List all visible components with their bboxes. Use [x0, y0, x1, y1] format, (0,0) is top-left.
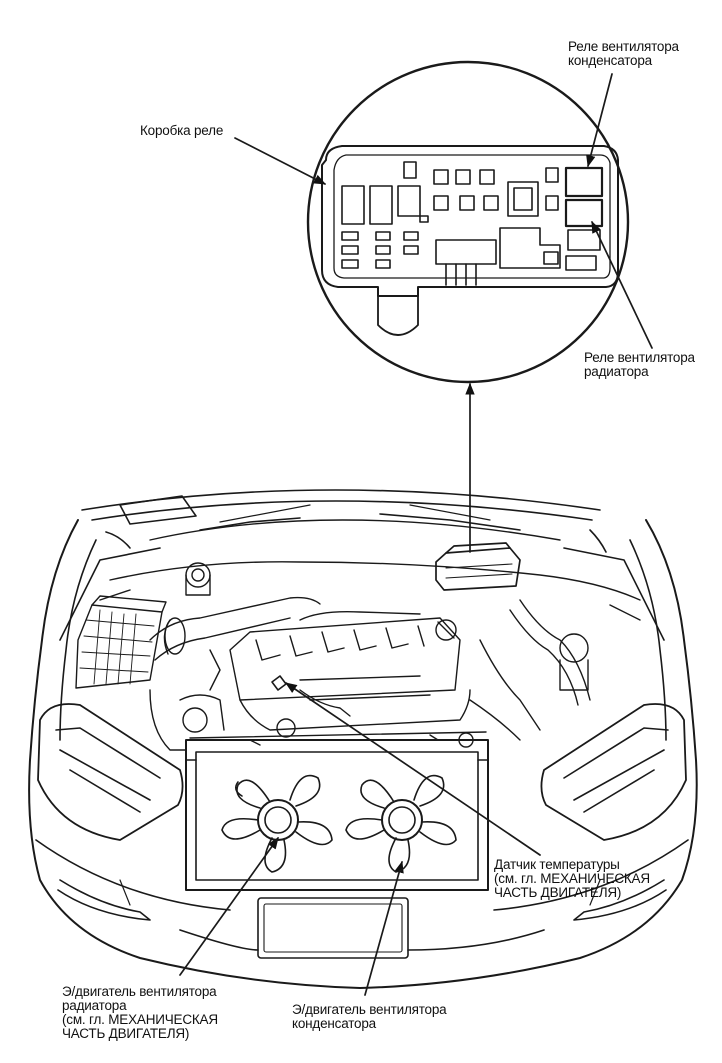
right-headlight [540, 703, 687, 841]
condenser-relay-line-2: конденсатора [568, 53, 652, 68]
temperature-sensor-label: Датчик температуры (см. гл. МЕХАНИЧЕСКАЯ… [494, 858, 650, 900]
condenser-relay-line-1: Реле вентилятора [568, 39, 679, 54]
radiator-relay-line-1: Реле вентилятора [584, 350, 695, 365]
engine-bay [75, 542, 641, 751]
temp-sensor-line-1: Датчик температуры [494, 857, 620, 872]
radiator-fan [221, 774, 333, 873]
radiator-motor-line-1: Э/двигатель вентилятора [62, 984, 217, 999]
radiator-fan-relay-label: Реле вентилятора радиатора [584, 351, 695, 379]
car-body [28, 519, 698, 989]
relay-box-label-line: Коробка реле [140, 123, 224, 138]
battery [75, 595, 167, 689]
relay-box-detail-circle [306, 60, 630, 384]
radiator-fan-motor-label: Э/двигатель вентилятора радиатора (см. г… [62, 985, 218, 1041]
radiator-motor-line-2: радиатора [62, 998, 127, 1013]
condenser-fan-relay-label: Реле вентилятора конденсатора [568, 40, 679, 68]
relay-box-label: Коробка реле [140, 124, 223, 138]
leader-lines [179, 73, 653, 996]
temp-sensor-line-3: ЧАСТЬ ДВИГАТЕЛЯ) [494, 885, 622, 900]
temp-sensor-line-2: (см. гл. МЕХАНИЧЕСКАЯ [494, 871, 650, 886]
radiator-relay-line-2: радиатора [584, 364, 649, 379]
open-hood [81, 489, 607, 553]
condenser-fan [345, 774, 457, 873]
radiator-motor-line-4: ЧАСТЬ ДВИГАТЕЛЯ) [62, 1026, 190, 1041]
left-headlight [37, 703, 184, 841]
condenser-fan-motor-label: Э/двигатель вентилятора конденсатора [292, 1003, 447, 1031]
condenser-motor-line-1: Э/двигатель вентилятора [292, 1002, 447, 1017]
radiator-motor-line-3: (см. гл. МЕХАНИЧЕСКАЯ [62, 1012, 218, 1027]
relay-box-in-bay [435, 542, 521, 591]
radiator-assembly [185, 739, 489, 891]
condenser-motor-line-2: конденсатора [292, 1016, 376, 1031]
license-plate [257, 897, 409, 959]
